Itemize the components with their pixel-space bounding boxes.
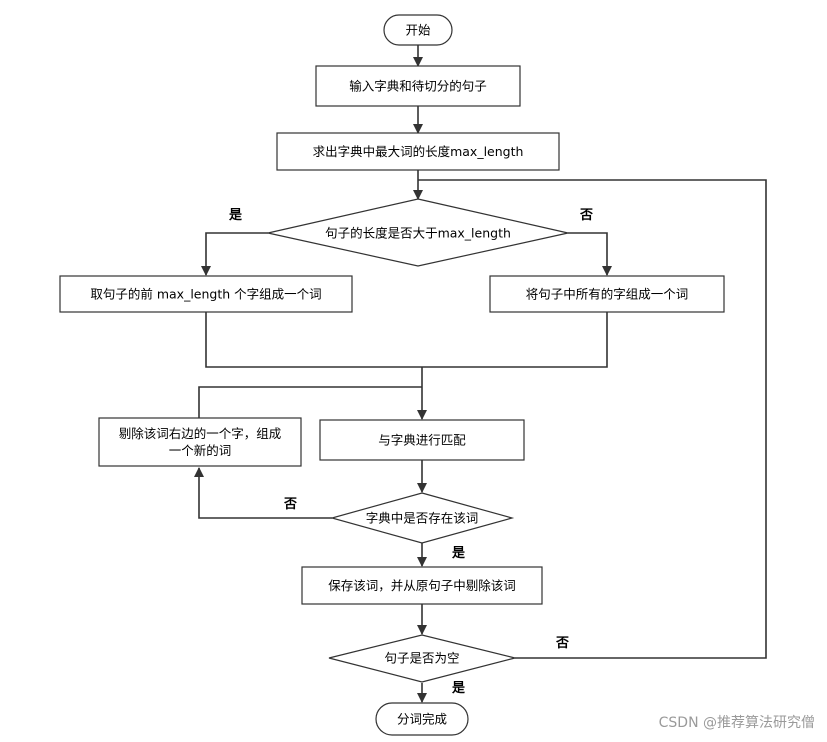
node-remove-right-line1: 剔除该词右边的一个字，组成 — [119, 426, 282, 441]
node-input-label: 输入字典和待切分的句子 — [349, 79, 487, 94]
edge-label-empty-yes: 是 — [451, 681, 466, 696]
decision-exists-label: 字典中是否存在该词 — [366, 511, 479, 526]
edges — [194, 45, 767, 703]
decision-length-label: 句子的长度是否大于max_length — [325, 226, 511, 241]
node-match-label: 与字典进行匹配 — [378, 433, 466, 448]
node-start-label: 开始 — [405, 23, 431, 38]
edge-label-exists-yes: 是 — [451, 546, 466, 561]
decision-length: 句子的长度是否大于max_length — [267, 198, 569, 267]
edge-removed-back-to-match — [198, 386, 422, 418]
node-maxlen: 求出字典中最大词的长度max_length — [276, 132, 560, 171]
edge-empty-no-loop — [418, 179, 767, 659]
decision-empty-label: 句子是否为空 — [384, 651, 459, 666]
edge-label-exists-no: 否 — [283, 497, 297, 512]
edge-label-empty-no: 否 — [555, 636, 569, 651]
node-end-label: 分词完成 — [397, 712, 447, 727]
edge-merge-branches — [205, 312, 608, 368]
node-take-all-label: 将句子中所有的字组成一个词 — [526, 287, 689, 302]
decision-empty: 句子是否为空 — [328, 634, 516, 683]
node-input: 输入字典和待切分的句子 — [315, 65, 521, 107]
node-match: 与字典进行匹配 — [319, 419, 525, 461]
edge-label-length-no: 否 — [579, 208, 593, 223]
node-take-all: 将句子中所有的字组成一个词 — [489, 275, 725, 313]
edge-exists-no — [194, 467, 332, 519]
edge-label-length-yes: 是 — [228, 208, 243, 223]
node-remove-right-line2: 一个新的词 — [169, 443, 232, 458]
node-take-prefix-label: 取句子的前 max_length 个字组成一个词 — [90, 287, 321, 302]
node-save: 保存该词，并从原句子中剔除该词 — [301, 566, 543, 605]
edge-decision-no — [568, 232, 612, 276]
watermark: CSDN @推荐算法研究僧 — [658, 715, 815, 731]
decision-exists: 字典中是否存在该词 — [329, 492, 515, 544]
node-start: 开始 — [383, 14, 453, 46]
node-end: 分词完成 — [375, 702, 469, 736]
node-maxlen-label: 求出字典中最大词的长度max_length — [313, 144, 524, 159]
node-remove-right: 剔除该词右边的一个字，组成 一个新的词 — [98, 417, 302, 467]
node-save-label: 保存该词，并从原句子中剔除该词 — [328, 578, 516, 593]
node-take-prefix: 取句子的前 max_length 个字组成一个词 — [59, 275, 353, 313]
edge-decision-yes — [201, 232, 268, 276]
